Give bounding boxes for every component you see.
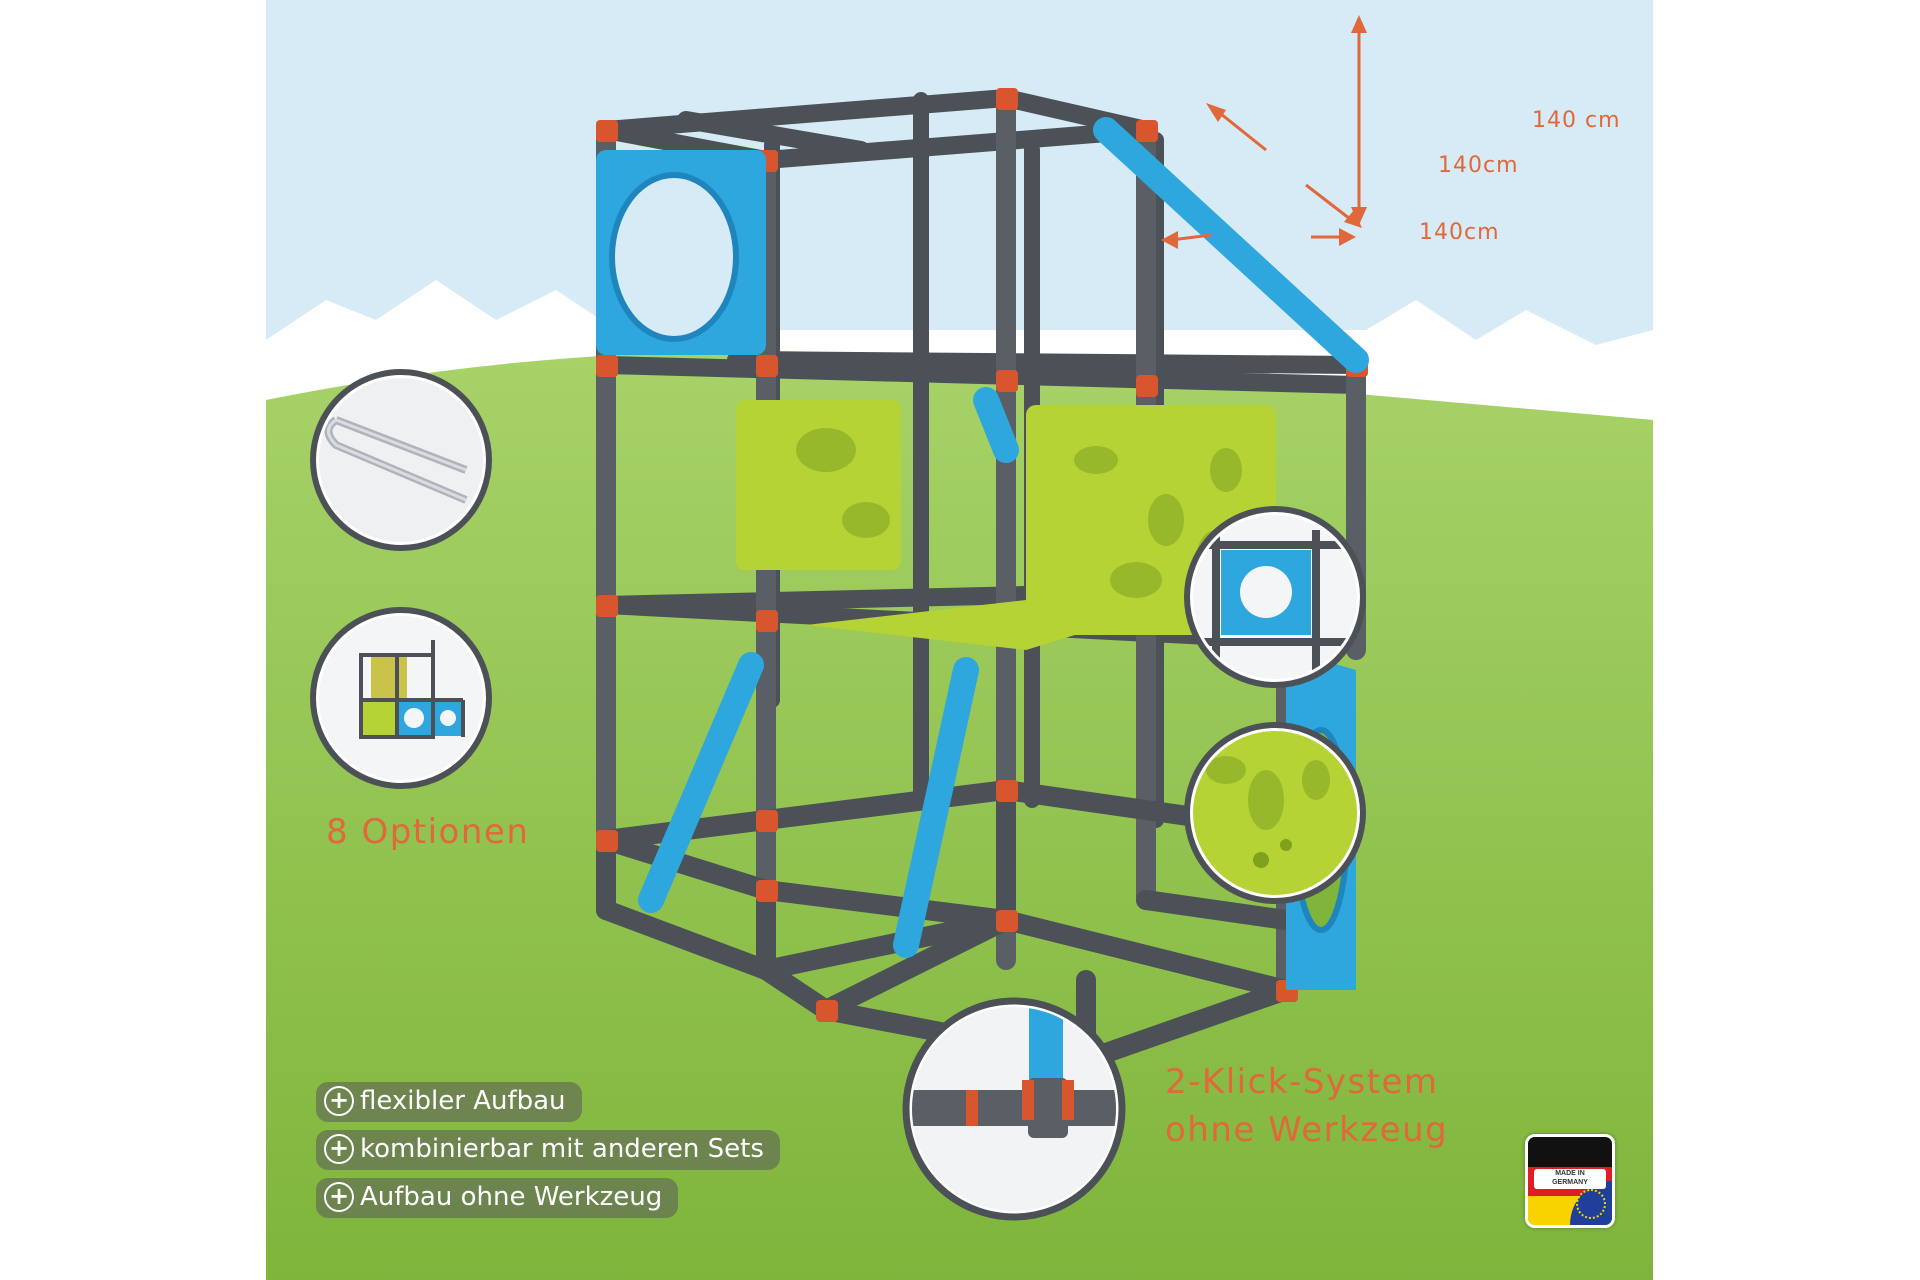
width-label: 140cm <box>1419 220 1500 245</box>
green-climbing-panel-left <box>736 400 901 570</box>
badge-text-line1: MADE IN <box>1555 1170 1585 1177</box>
plus-circle-icon: + <box>324 1182 354 1212</box>
system-label-line1: 2-Klick-System <box>1165 1062 1439 1102</box>
option-count-label: 8 Optionen <box>326 812 530 852</box>
feature-item: + kombinierbar mit anderen Sets <box>316 1130 780 1170</box>
option-configuration-icon <box>310 607 492 789</box>
dimension-arrow-icon <box>1161 15 1367 249</box>
feature-item: + Aufbau ohne Werkzeug <box>316 1178 679 1218</box>
scene-illustration <box>266 0 1653 1280</box>
click-connector-detail-icon <box>902 997 1126 1221</box>
made-in-germany-badge: MADE IN GERMANY <box>1525 1134 1615 1228</box>
badge-text-line2: GERMANY <box>1552 1179 1588 1186</box>
feature-list: + flexibler Aufbau + kombinierbar mit an… <box>316 1082 780 1226</box>
plus-circle-icon: + <box>324 1134 354 1164</box>
feature-text: kombinierbar mit anderen Sets <box>360 1134 764 1164</box>
system-label-line2: ohne Werkzeug <box>1165 1110 1449 1150</box>
product-image: 140 cm 140cm 140cm 8 Optionen 2-Klick-Sy… <box>266 0 1653 1280</box>
feature-text: flexibler Aufbau <box>360 1086 566 1116</box>
blue-panel-detail-icon <box>1184 506 1366 688</box>
climbing-frame <box>596 88 1369 1072</box>
plus-circle-icon: + <box>324 1086 354 1116</box>
depth-label: 140cm <box>1438 153 1519 178</box>
feature-text: Aufbau ohne Werkzeug <box>360 1182 663 1212</box>
ground-stake-icon <box>310 369 492 551</box>
height-label: 140 cm <box>1532 108 1621 133</box>
green-platform <box>806 600 1156 650</box>
green-climbing-panel-detail-icon <box>1184 722 1366 904</box>
feature-item: + flexibler Aufbau <box>316 1082 582 1122</box>
